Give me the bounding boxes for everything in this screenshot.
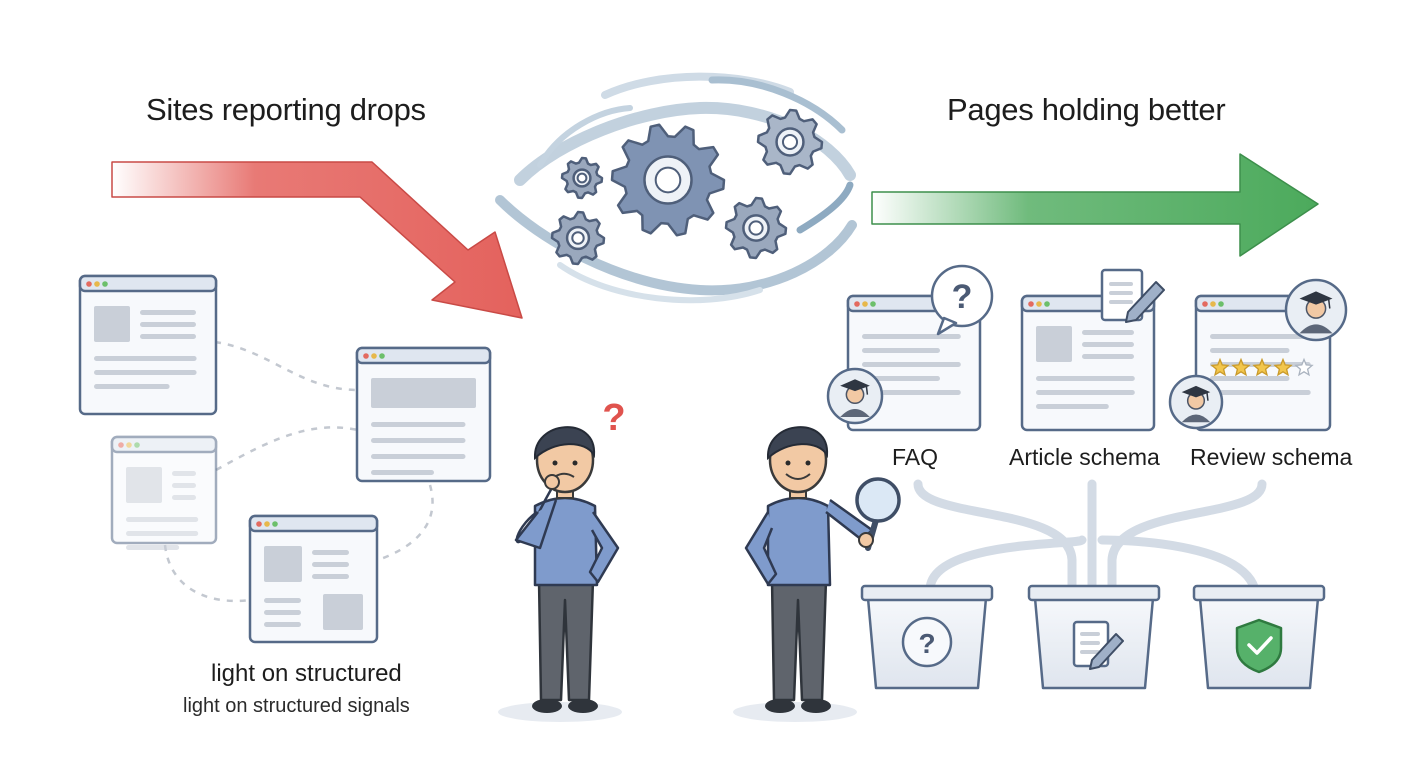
left-caption-sub: light on structured signals [183,695,410,717]
sparse-page-window [110,435,218,550]
question-mark-icon: ? [602,397,625,439]
question-bubble-icon [901,616,953,668]
connector-line [215,426,359,472]
faq-basket: ? [860,584,994,690]
svg-text:?: ? [918,628,935,659]
star-filled-icon [1252,357,1272,377]
connector-line [163,544,251,603]
flow-connectors [913,479,1267,603]
shield-check-icon [1235,618,1283,674]
connector-line [377,484,434,562]
star-filled-icon [1231,357,1251,377]
review-basket [1192,584,1326,690]
graduate-avatar-icon [1168,374,1224,430]
gear-icon [610,123,726,237]
star-empty-icon [1294,357,1314,377]
right-heading: Pages holding better [947,92,1226,127]
gear-icon [550,210,606,266]
confused-person [514,426,620,713]
article-basket [1027,584,1161,690]
investigating-person [744,426,874,713]
pencil-icon [1089,633,1124,670]
rating-stars [1210,357,1314,377]
svg-text:?: ? [952,278,973,316]
sparse-page-window [355,346,492,483]
graduate-avatar-icon [1284,278,1348,342]
connector-line [214,340,359,392]
question-bubble-icon: ? [930,264,994,336]
document-pencil-icon [1100,268,1165,323]
magnifier-icon [855,477,901,551]
article-schema-label: Article schema [1009,444,1160,470]
star-filled-icon [1273,357,1293,377]
gear-icon [560,156,604,200]
faq-label: FAQ [892,444,939,470]
sparse-page-window [78,274,218,416]
gear-icon [724,196,788,260]
left-caption: light on structured [211,660,402,687]
drop-arrow-icon [111,161,523,319]
rise-arrow-icon [871,153,1319,257]
graduate-avatar-icon [826,367,884,425]
sparse-page-window [248,514,379,644]
gear-icon [756,108,824,176]
review-schema-label: Review schema [1190,444,1353,470]
left-heading: Sites reporting drops [146,92,426,127]
star-filled-icon [1210,357,1230,377]
